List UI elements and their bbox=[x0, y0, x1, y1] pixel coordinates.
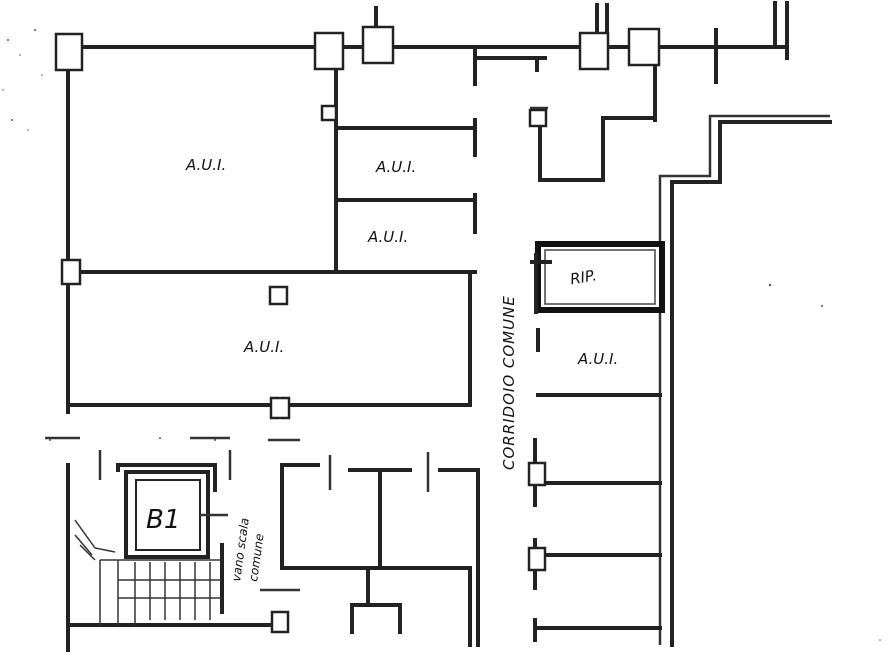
pillar bbox=[313, 31, 345, 71]
corridor-label: CORRIDOIO COMUNE bbox=[500, 295, 518, 470]
pillar bbox=[270, 610, 290, 634]
storage-label: RIP. bbox=[569, 266, 598, 288]
room-label-aui-large: A.U.I. bbox=[243, 338, 284, 356]
labels: A.U.I. A.U.I. A.U.I. A.U.I. A.U.I. RIP. … bbox=[146, 156, 618, 582]
exterior-walls bbox=[66, 1, 832, 647]
pillar bbox=[527, 546, 547, 572]
pillar bbox=[527, 461, 547, 487]
stair-code-label: B1 bbox=[146, 505, 180, 535]
pillar bbox=[268, 285, 289, 306]
stair-core-b1 bbox=[124, 470, 228, 559]
stair-note-line2: comune bbox=[246, 533, 267, 583]
pillars bbox=[54, 25, 661, 634]
pillar bbox=[269, 396, 291, 420]
scan-noise bbox=[2, 29, 881, 641]
interior-walls bbox=[45, 45, 662, 652]
pillar bbox=[528, 108, 548, 128]
pillar bbox=[627, 27, 661, 67]
pillar bbox=[54, 32, 84, 72]
room-label-aui-top-left: A.U.I. bbox=[185, 156, 226, 174]
pillar bbox=[60, 258, 82, 286]
room-label-aui-mid: A.U.I. bbox=[367, 228, 408, 246]
pillar bbox=[320, 104, 338, 122]
room-label-aui-top-mid: A.U.I. bbox=[375, 158, 416, 176]
staircase bbox=[74, 519, 222, 625]
pillar bbox=[578, 31, 610, 71]
storage-room bbox=[530, 241, 665, 314]
room-label-aui-right: A.U.I. bbox=[577, 350, 618, 368]
pillar bbox=[361, 25, 395, 65]
